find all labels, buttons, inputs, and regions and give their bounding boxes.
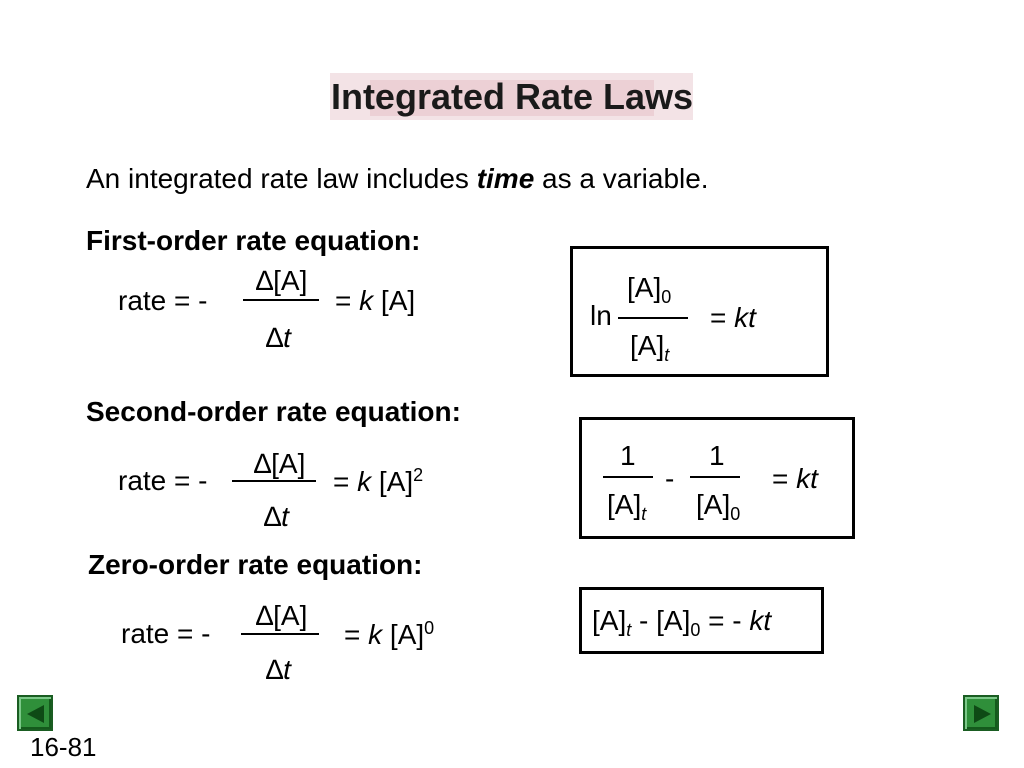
subscript-zero: 0 xyxy=(730,504,741,524)
conc-a: [A] xyxy=(592,605,627,636)
second-order-box-den-a: [A]t xyxy=(607,489,646,525)
first-order-integrated-box xyxy=(570,246,829,377)
second-order-box-one-a: 1 xyxy=(620,440,636,471)
time-variable: t xyxy=(283,654,291,685)
equals-sign: = xyxy=(710,302,735,333)
equals-minus: = - xyxy=(700,605,750,636)
next-slide-button[interactable] xyxy=(963,695,999,731)
first-order-numerator: ∆[A] xyxy=(256,265,308,296)
title-highlight-inner xyxy=(370,80,654,116)
second-order-heading: Second-order rate equation: xyxy=(86,396,461,427)
triangle-left-icon xyxy=(27,705,44,723)
second-order-box-den-b: [A]0 xyxy=(696,489,740,525)
second-order-denominator: ∆t xyxy=(264,501,289,533)
second-order-box-bar-b xyxy=(690,476,740,478)
delta-symbol: ∆ xyxy=(266,322,284,353)
minus-conc-a: - [A] xyxy=(631,605,691,636)
intro-before: An integrated rate law includes xyxy=(86,163,477,194)
kt-term: kt xyxy=(749,605,772,636)
time-variable: t xyxy=(281,501,289,532)
subscript-t: t xyxy=(641,504,647,524)
intro-after: as a variable. xyxy=(534,163,709,194)
second-order-box-minus: - xyxy=(665,463,675,494)
conc-a: [A] xyxy=(696,489,731,520)
second-order-numerator: ∆[A] xyxy=(254,448,306,479)
first-order-box-rhs: = kt xyxy=(710,302,756,334)
time-variable: t xyxy=(283,322,291,353)
delta-symbol: ∆ xyxy=(266,654,284,685)
delta-symbol: ∆ xyxy=(264,501,282,532)
zero-order-integrated-box xyxy=(579,587,824,654)
conc-a: [A] xyxy=(607,489,642,520)
second-order-rate-prefix: rate = - xyxy=(118,465,208,496)
conc-a: [A] xyxy=(627,272,662,303)
first-order-denominator: ∆t xyxy=(266,322,291,354)
page-number: 16-81 xyxy=(30,732,97,762)
equals-sign: = xyxy=(333,466,358,497)
rate-constant: k xyxy=(359,285,374,316)
exponent: 2 xyxy=(413,465,424,485)
subscript-t: t xyxy=(626,620,632,640)
first-order-rhs: = k [A] xyxy=(335,285,415,317)
first-order-box-denominator: [A]t xyxy=(630,330,669,366)
rate-constant: k xyxy=(357,466,372,497)
zero-order-fraction-bar xyxy=(241,633,319,635)
triangle-right-icon xyxy=(974,705,991,723)
first-order-fraction-bar xyxy=(243,299,319,301)
intro-text: An integrated rate law includes time as … xyxy=(86,163,709,195)
first-order-box-numerator: [A]0 xyxy=(627,272,671,308)
subscript-zero: 0 xyxy=(690,620,701,640)
second-order-box-one-b: 1 xyxy=(709,440,725,471)
exponent: 0 xyxy=(424,618,435,638)
zero-order-heading: Zero-order rate equation: xyxy=(88,549,423,580)
intro-emphasis: time xyxy=(476,163,535,194)
ln-label: ln xyxy=(590,300,612,331)
rate-constant: k xyxy=(368,619,383,650)
zero-order-box-equation: [A]t - [A]0 = - kt xyxy=(592,605,771,641)
equals-sign: = xyxy=(335,285,360,316)
subscript-zero: 0 xyxy=(661,287,672,307)
equals-sign: = xyxy=(772,463,797,494)
second-order-box-rhs: = kt xyxy=(772,463,818,495)
concentration: [A] xyxy=(373,285,416,316)
previous-slide-button[interactable] xyxy=(17,695,53,731)
second-order-box-bar-a xyxy=(603,476,653,478)
first-order-box-fraction-bar xyxy=(618,317,688,319)
zero-order-rate-prefix: rate = - xyxy=(121,618,211,649)
kt-term: kt xyxy=(734,302,756,333)
zero-order-numerator: ∆[A] xyxy=(256,600,308,631)
kt-term: kt xyxy=(796,463,818,494)
equals-sign: = xyxy=(344,619,369,650)
concentration: [A] xyxy=(371,466,414,497)
slide-title: Integrated Rate Laws xyxy=(330,76,694,117)
concentration: [A] xyxy=(382,619,425,650)
conc-a: [A] xyxy=(630,330,665,361)
zero-order-rhs: = k [A]0 xyxy=(344,618,434,651)
subscript-t: t xyxy=(664,345,670,365)
second-order-rhs: = k [A]2 xyxy=(333,465,423,498)
first-order-heading: First-order rate equation: xyxy=(86,225,421,256)
first-order-rate-prefix: rate = - xyxy=(118,285,208,316)
second-order-integrated-box xyxy=(579,417,855,539)
second-order-fraction-bar xyxy=(232,480,316,482)
zero-order-denominator: ∆t xyxy=(266,654,291,686)
